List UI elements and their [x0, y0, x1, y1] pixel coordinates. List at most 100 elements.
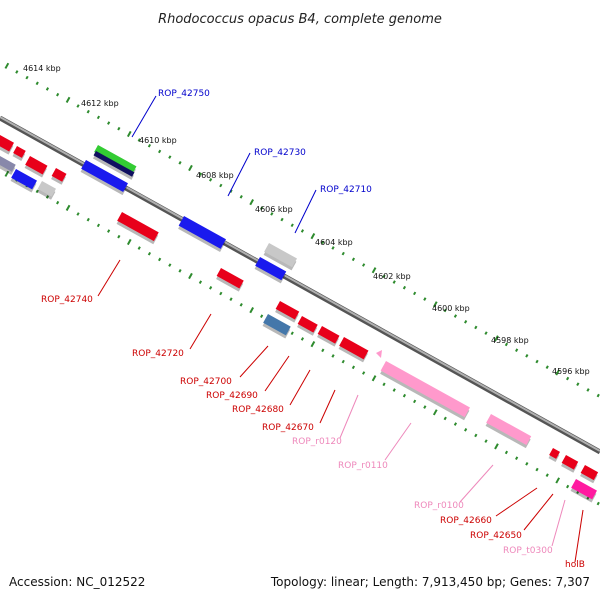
upper-tick-track-dot — [362, 263, 366, 267]
lower-tick-track-dot — [126, 238, 132, 246]
upper-tick-track-dot — [474, 325, 478, 330]
gene-label-rop-42690[interactable]: ROP_42690 — [206, 391, 258, 401]
upper-tick-track-dot — [96, 115, 101, 120]
upper-tick-track-dot — [423, 297, 427, 301]
gene-label-rop-42700[interactable]: ROP_42700 — [180, 377, 232, 387]
gene-label-rop-r0110[interactable]: ROP_r0110 — [338, 461, 388, 471]
gene-rop-42740[interactable] — [116, 212, 160, 245]
lower-tick-track-dot — [229, 297, 233, 301]
gene-holb[interactable] — [570, 479, 598, 503]
upper-tick-track-dot — [453, 314, 458, 318]
upper-tick-track-dot — [464, 319, 468, 324]
gene-rop-r0120[interactable] — [376, 350, 382, 358]
gene-label-rop-r0100[interactable]: ROP_r0100 — [414, 501, 464, 511]
upper-tick-track-dot — [249, 198, 255, 206]
upper-tick-track-dot — [310, 233, 316, 240]
gene-label-rop-42710[interactable]: ROP_42710 — [320, 185, 372, 195]
gene-rop-42670-body — [339, 337, 369, 360]
tick-label-4602: 4602 kbp — [373, 272, 411, 281]
lower-tick-track-dot — [35, 189, 39, 194]
lower-tick-track-dot — [76, 212, 80, 216]
lower-tick-track-dot — [566, 484, 570, 489]
upper-tick-track-dot — [484, 331, 488, 335]
lower-tick-track-dot — [290, 331, 294, 336]
upper-tick-track-dot — [178, 160, 182, 165]
upper-tick-track-dot — [35, 81, 39, 86]
gene-left-red-1-body — [0, 135, 14, 152]
upper-tick-track-dot — [25, 75, 29, 80]
gene-rop-42710[interactable] — [254, 257, 287, 284]
gene-rop-42700[interactable] — [274, 301, 300, 323]
gene-left-red-3[interactable] — [24, 156, 49, 178]
gene-rop-42750-c[interactable] — [80, 160, 129, 196]
gene-steel[interactable] — [262, 314, 292, 339]
lower-tick-track-dot — [96, 223, 101, 228]
lower-tick-track-dot — [310, 341, 316, 348]
gene-left-gray-2-body — [37, 181, 56, 197]
upper-tick-track-dot — [209, 178, 213, 182]
lower-tick-track-dot — [178, 268, 182, 273]
upper-tick-track-dot — [555, 369, 561, 376]
upper-tick-track-dot — [596, 393, 600, 398]
gene-rop-42750-b[interactable] — [92, 151, 135, 180]
gene-left-red-3-body — [25, 156, 48, 175]
gene-rop-r0110[interactable] — [379, 361, 471, 421]
gene-label-rop-42670[interactable]: ROP_42670 — [262, 423, 314, 433]
upper-tick-track-dot — [56, 92, 60, 97]
lower-tick-track-dot — [300, 337, 305, 341]
tick-label-4614: 4614 kbp — [23, 64, 61, 73]
gene-label-rop-42720[interactable]: ROP_42720 — [132, 349, 184, 359]
upper-tick-track-dot — [168, 155, 172, 159]
gene-label-rop-42660[interactable]: ROP_42660 — [440, 516, 492, 526]
lower-tick-track-dot — [341, 359, 345, 364]
upper-tick-track-dot — [504, 342, 509, 347]
gene-label-rop-t0300[interactable]: ROP_t0300 — [503, 546, 553, 556]
gene-left-red-2[interactable] — [12, 146, 27, 161]
upper-tick-track-dot — [219, 183, 223, 188]
lower-tick-track-dot — [382, 382, 386, 387]
accession-text: Accession: NC_012522 — [9, 575, 145, 589]
gene-right-red-body — [580, 465, 599, 481]
upper-tick-track-dot — [158, 149, 162, 154]
gene-rop-42650[interactable] — [560, 455, 579, 473]
lower-tick-track-dot — [413, 399, 417, 404]
lower-tick-track-dot — [86, 217, 90, 222]
gene-label-rop-42750[interactable]: ROP_42750 — [158, 89, 210, 99]
upper-tick-track-dot — [117, 126, 121, 131]
gene-left-red-4[interactable] — [50, 168, 67, 185]
lower-tick-track-dot — [331, 354, 335, 358]
gene-rop-r0100-body — [486, 414, 532, 446]
gene-label-rop-42730[interactable]: ROP_42730 — [254, 148, 306, 158]
upper-tick-track-dot — [413, 291, 417, 296]
gene-rop-42710-gray[interactable] — [263, 243, 298, 271]
gene-rop-r0100[interactable] — [485, 414, 532, 449]
lower-tick-track-dot — [351, 365, 356, 370]
gene-rop-42720[interactable] — [215, 268, 244, 292]
tick-label-4606: 4606 kbp — [255, 205, 293, 214]
upper-tick-track-dot — [566, 376, 570, 381]
lower-tick-track-dot — [158, 257, 162, 262]
gene-right-red[interactable] — [579, 465, 599, 484]
gene-label-rop-42680[interactable]: ROP_42680 — [232, 405, 284, 415]
gene-rop-42730-body — [178, 216, 226, 249]
gene-left-blue[interactable] — [10, 169, 38, 193]
gene-left-red-1[interactable] — [0, 135, 15, 155]
gene-rop-42670[interactable] — [338, 337, 370, 363]
gene-rop-42660-body — [549, 448, 560, 459]
gene-left-gray-2[interactable] — [36, 181, 57, 200]
gene-steel-body — [263, 314, 291, 336]
gene-left-red-4-body — [51, 168, 67, 182]
gene-label-rop-42740[interactable]: ROP_42740 — [41, 295, 93, 305]
gene-rop-42730[interactable] — [177, 216, 227, 253]
gene-rop-42660[interactable] — [548, 448, 561, 462]
gene-label-holb[interactable]: holB — [565, 560, 585, 570]
gene-rop-42690[interactable] — [296, 316, 318, 336]
upper-tick-track-dot — [4, 62, 10, 69]
gene-rop-42680[interactable] — [316, 326, 340, 347]
gene-label-rop-42650[interactable]: ROP_42650 — [470, 531, 522, 541]
upper-tick-track-dot — [341, 251, 345, 256]
gene-label-rop-r0120[interactable]: ROP_r0120 — [292, 437, 342, 447]
lower-tick-track-dot — [596, 501, 600, 506]
gene-left-gray[interactable] — [0, 156, 17, 175]
upper-tick-track-dot — [545, 365, 549, 369]
